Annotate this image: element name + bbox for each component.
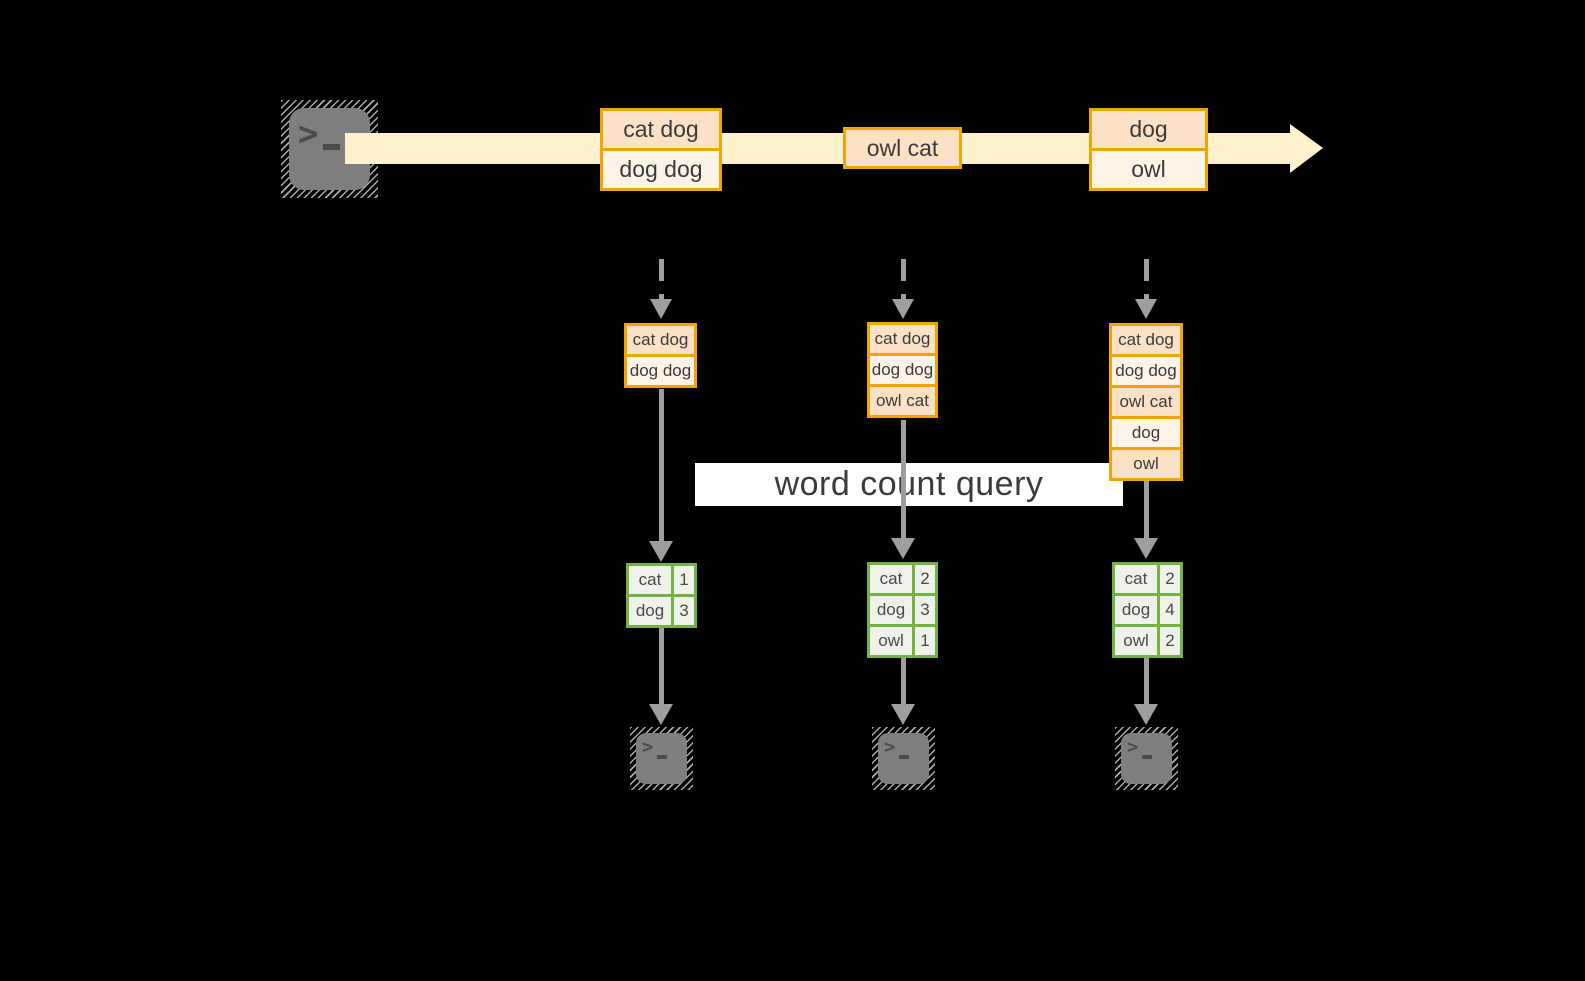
terminal-cursor-icon	[1142, 755, 1152, 759]
terminal-icon-body: >	[636, 733, 687, 784]
query-arrow-shaft-1	[659, 389, 664, 542]
message-row: dog	[1112, 416, 1180, 447]
output-arrow-shaft-3	[1144, 658, 1149, 705]
terminal-icon-body: >	[878, 733, 929, 784]
output-arrow-shaft-1	[659, 628, 664, 705]
sink-terminal-icon-2: >	[872, 727, 935, 790]
message-row: cat dog	[870, 325, 935, 353]
message-row: cat dog	[603, 111, 719, 148]
message-row: dog dog	[603, 148, 719, 188]
count-value: 2	[915, 565, 935, 593]
stream-arrow-head-icon	[1290, 124, 1323, 173]
count-word: cat	[629, 566, 671, 594]
count-value: 2	[1160, 627, 1180, 655]
message-row: owl	[1092, 148, 1205, 188]
count-word: dog	[629, 597, 671, 625]
sink-terminal-icon-1: >	[630, 727, 693, 790]
message-row: dog dog	[627, 354, 694, 385]
message-row: dog dog	[870, 353, 935, 384]
output-arrow-head-icon-1	[649, 704, 673, 725]
count-value: 3	[915, 596, 935, 624]
terminal-prompt-icon: >	[884, 736, 896, 758]
count-value: 2	[1160, 565, 1180, 593]
terminal-cursor-icon	[657, 755, 667, 759]
query-arrow-head-icon-2	[891, 538, 915, 559]
output-arrow-head-icon-2	[891, 704, 915, 725]
output-arrow-head-icon-3	[1134, 704, 1158, 725]
query-arrow-head-icon-1	[649, 541, 673, 562]
dashed-arrow-head-icon-2	[892, 299, 914, 319]
terminal-prompt-icon: >	[298, 114, 319, 154]
dashed-arrow-shaft-2	[901, 259, 906, 299]
count-word: dog	[870, 596, 912, 624]
query-banner-label: word count query	[774, 465, 1044, 503]
count-word: cat	[1115, 565, 1157, 593]
output-arrow-shaft-2	[901, 658, 906, 705]
terminal-icon-body: >	[1121, 733, 1172, 784]
terminal-cursor-icon	[323, 144, 340, 150]
message-row: dog dog	[1112, 354, 1180, 385]
sink-terminal-icon-3: >	[1115, 727, 1178, 790]
message-row: owl	[1112, 447, 1180, 478]
message-row: owl cat	[870, 384, 935, 415]
dashed-arrow-head-icon-3	[1135, 299, 1157, 319]
query-arrow-head-icon-3	[1134, 538, 1158, 559]
count-word: owl	[870, 627, 912, 655]
count-value: 1	[915, 627, 935, 655]
message-row: cat dog	[1112, 326, 1180, 354]
message-row: owl cat	[1112, 385, 1180, 416]
message-row: cat dog	[627, 326, 694, 354]
query-arrow-shaft-2	[901, 420, 906, 539]
dashed-arrow-head-icon-1	[650, 299, 672, 319]
terminal-prompt-icon: >	[642, 736, 654, 758]
count-word: owl	[1115, 627, 1157, 655]
count-value: 3	[674, 597, 694, 625]
count-word: dog	[1115, 596, 1157, 624]
stream-message-2: owl cat	[843, 127, 962, 169]
terminal-cursor-icon	[899, 755, 909, 759]
dashed-arrow-shaft-1	[659, 259, 664, 299]
query-arrow-shaft-3	[1144, 481, 1149, 539]
count-word: cat	[870, 565, 912, 593]
message-row: owl cat	[846, 130, 959, 166]
message-row: dog	[1092, 111, 1205, 148]
count-value: 4	[1160, 596, 1180, 624]
count-value: 1	[674, 566, 694, 594]
dashed-arrow-shaft-3	[1144, 259, 1149, 299]
query-banner: word count query	[695, 463, 1123, 506]
terminal-prompt-icon: >	[1127, 736, 1139, 758]
